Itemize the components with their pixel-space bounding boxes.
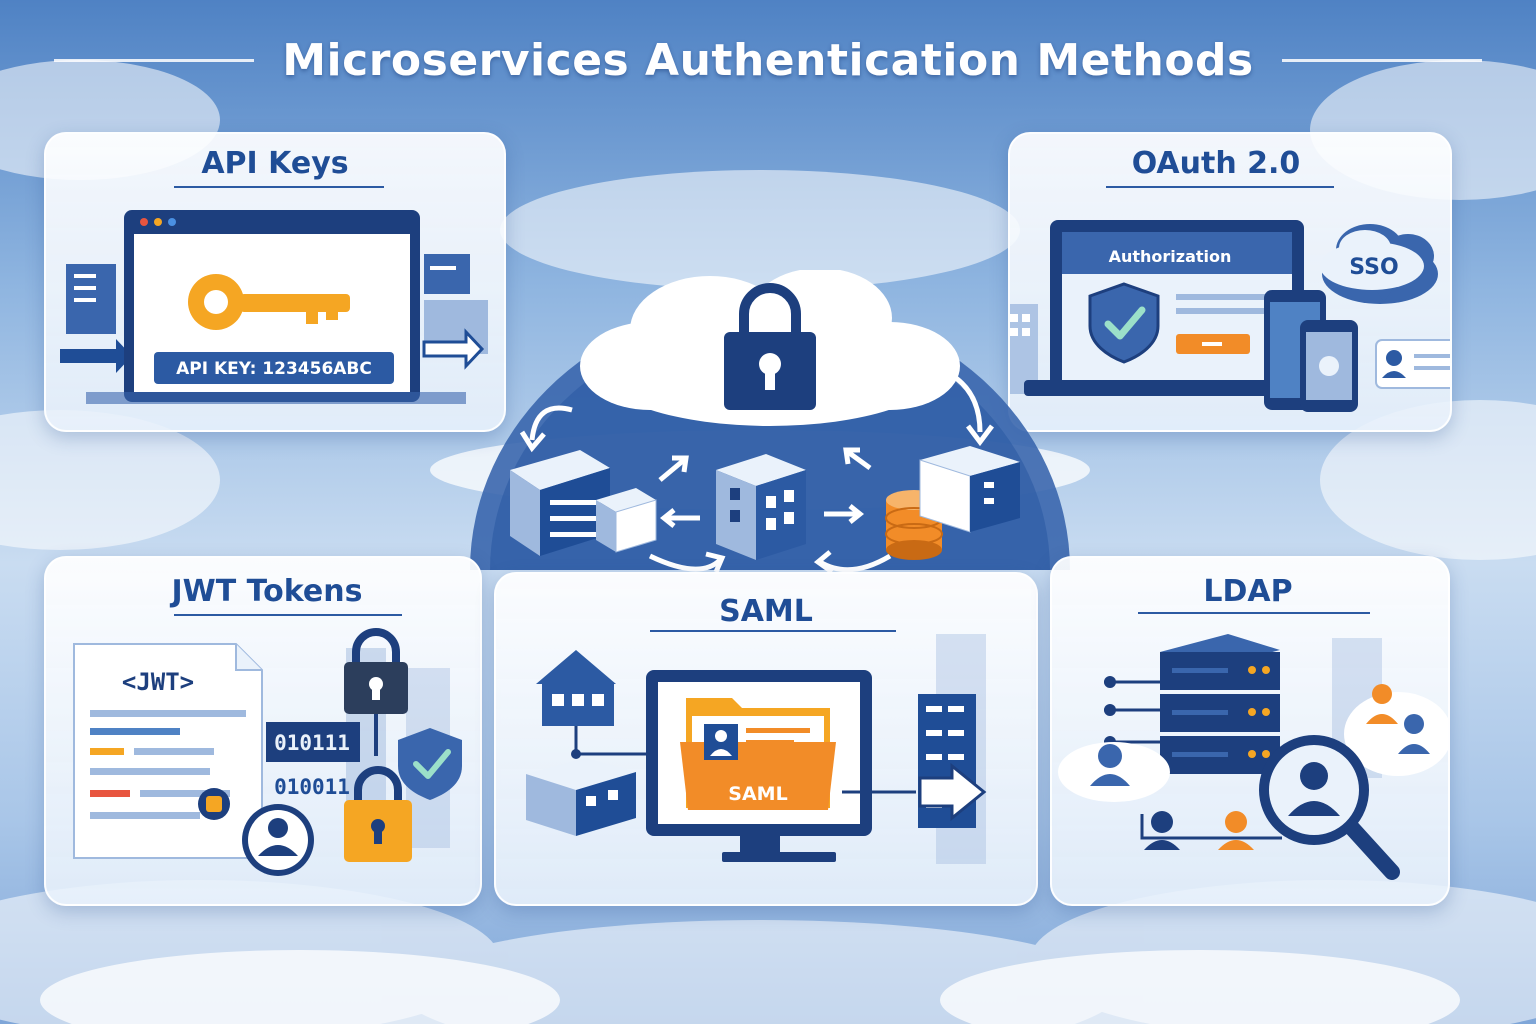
jwt-document-icon: <JWT>: [73, 643, 263, 859]
panel-ldap: LDAP: [1050, 556, 1450, 906]
authorization-label: Authorization: [1109, 247, 1232, 266]
jwt-bits-2: 010011: [274, 775, 350, 799]
user-icon-orange: [1366, 684, 1398, 724]
magnifier-icon: [1259, 735, 1400, 880]
binary-box: [266, 722, 360, 762]
flow-arrow-icon: [948, 371, 983, 433]
arrow-out-icon: [918, 762, 987, 822]
shield-check-icon: [1088, 282, 1160, 364]
central-hub-illustration: [470, 270, 1070, 575]
lock-icon: [724, 283, 816, 410]
user-icon: [1090, 744, 1130, 786]
office-building-icon: [716, 454, 806, 560]
panel-title-saml: SAML: [719, 594, 813, 629]
server-rack-icon: [918, 694, 976, 828]
flow-arrow-icon: [529, 405, 573, 441]
house-building-icon: [536, 650, 616, 726]
user-avatar-icon: [242, 804, 314, 876]
title-divider-left: [54, 58, 255, 62]
oauth-illustration: Authorization SSO: [1010, 220, 1450, 412]
saml-illustration: SAML: [526, 634, 987, 864]
user-icon-orange: [1218, 811, 1254, 850]
jwt-bits-1: 010111: [274, 731, 350, 755]
api-key-label-box: [154, 352, 394, 384]
panel-underline: [650, 630, 896, 632]
sso-label: SSO: [1349, 255, 1398, 280]
sso-cloud-icon: SSO: [1320, 224, 1438, 304]
panel-title-oauth: OAuth 2.0: [1131, 146, 1301, 181]
panel-title-ldap: LDAP: [1203, 574, 1293, 609]
server-stack-icon: [1160, 634, 1280, 774]
id-card-icon: [1375, 339, 1450, 389]
key-icon: [188, 274, 350, 330]
building-icon: [510, 450, 610, 556]
api-key-label: API KEY: 123456ABC: [176, 359, 372, 379]
user-icon: [1398, 714, 1430, 754]
arrow-in-icon: [60, 339, 132, 373]
saml-folder-label: SAML: [728, 783, 787, 805]
title-divider-right: [1281, 58, 1482, 62]
user-icon: [1144, 811, 1180, 850]
panel-underline: [174, 186, 384, 188]
jwt-illustration: <JWT> 010111 010011: [73, 628, 462, 876]
server-stack-icon: [596, 488, 657, 553]
jwt-doc-label: <JWT>: [122, 668, 194, 696]
panel-underline: [174, 614, 402, 616]
panel-title-api-keys: API Keys: [201, 146, 349, 181]
panel-oauth: OAuth 2.0 Authorization SSO: [1008, 132, 1452, 432]
server-icon: [424, 254, 470, 294]
panel-api-keys: API Keys API KEY: 123456ABC: [44, 132, 506, 432]
rack-server-icon: [919, 446, 1020, 533]
user-cloud: [1058, 742, 1170, 802]
panel-saml: SAML: [494, 572, 1038, 906]
shield-check-icon: [398, 728, 462, 800]
folder-icon: SAML: [680, 698, 836, 810]
title-bar: Microservices Authentication Methods: [0, 30, 1536, 90]
panel-underline: [1138, 612, 1370, 614]
padlock-icon: [344, 766, 412, 862]
user-cloud: [1344, 692, 1448, 776]
lock-icon: [344, 628, 408, 714]
ldap-illustration: [1058, 634, 1448, 880]
panel-underline: [1106, 186, 1334, 188]
page-title: Microservices Authentication Methods: [282, 34, 1254, 86]
building-icon: [526, 758, 636, 836]
arrow-out-icon: [422, 328, 485, 370]
panel-jwt: JWT Tokens <JWT> 010111 010011: [44, 556, 482, 906]
api-keys-illustration: API KEY: 123456ABC: [60, 210, 488, 404]
network-lines: [1104, 676, 1403, 840]
panel-title-jwt: JWT Tokens: [171, 574, 363, 609]
